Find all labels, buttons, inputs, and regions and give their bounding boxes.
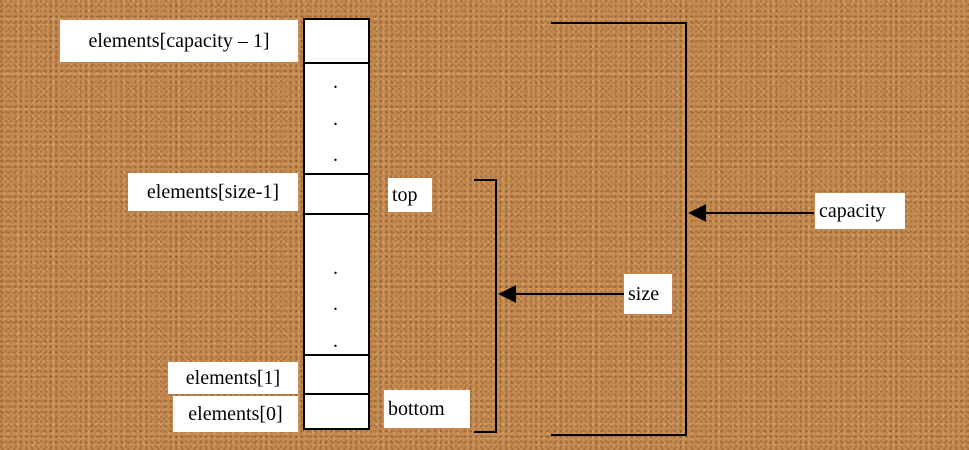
ellipsis-dot: . xyxy=(333,108,338,130)
ellipsis-dot: . xyxy=(333,257,338,279)
ellipsis-dot: . xyxy=(333,293,338,315)
label-elements-capacity-minus-one: elements[capacity – 1] xyxy=(60,20,298,62)
label-bottom: bottom xyxy=(384,390,470,428)
label-elements-size-minus-one: elements[size-1] xyxy=(128,173,298,211)
label-size: size xyxy=(624,274,672,314)
size-bracket xyxy=(474,179,497,433)
ellipsis-dot: . xyxy=(333,144,338,166)
array-outline xyxy=(303,18,370,430)
label-capacity: capacity xyxy=(815,193,905,229)
ellipsis-dot: . xyxy=(333,330,338,352)
label-top: top xyxy=(388,178,432,212)
array-column xyxy=(304,19,369,429)
capacity-bracket xyxy=(551,22,687,436)
label-elements-zero: elements[0] xyxy=(173,396,298,432)
label-elements-one: elements[1] xyxy=(168,362,298,394)
ellipsis-dot: . xyxy=(333,71,338,93)
